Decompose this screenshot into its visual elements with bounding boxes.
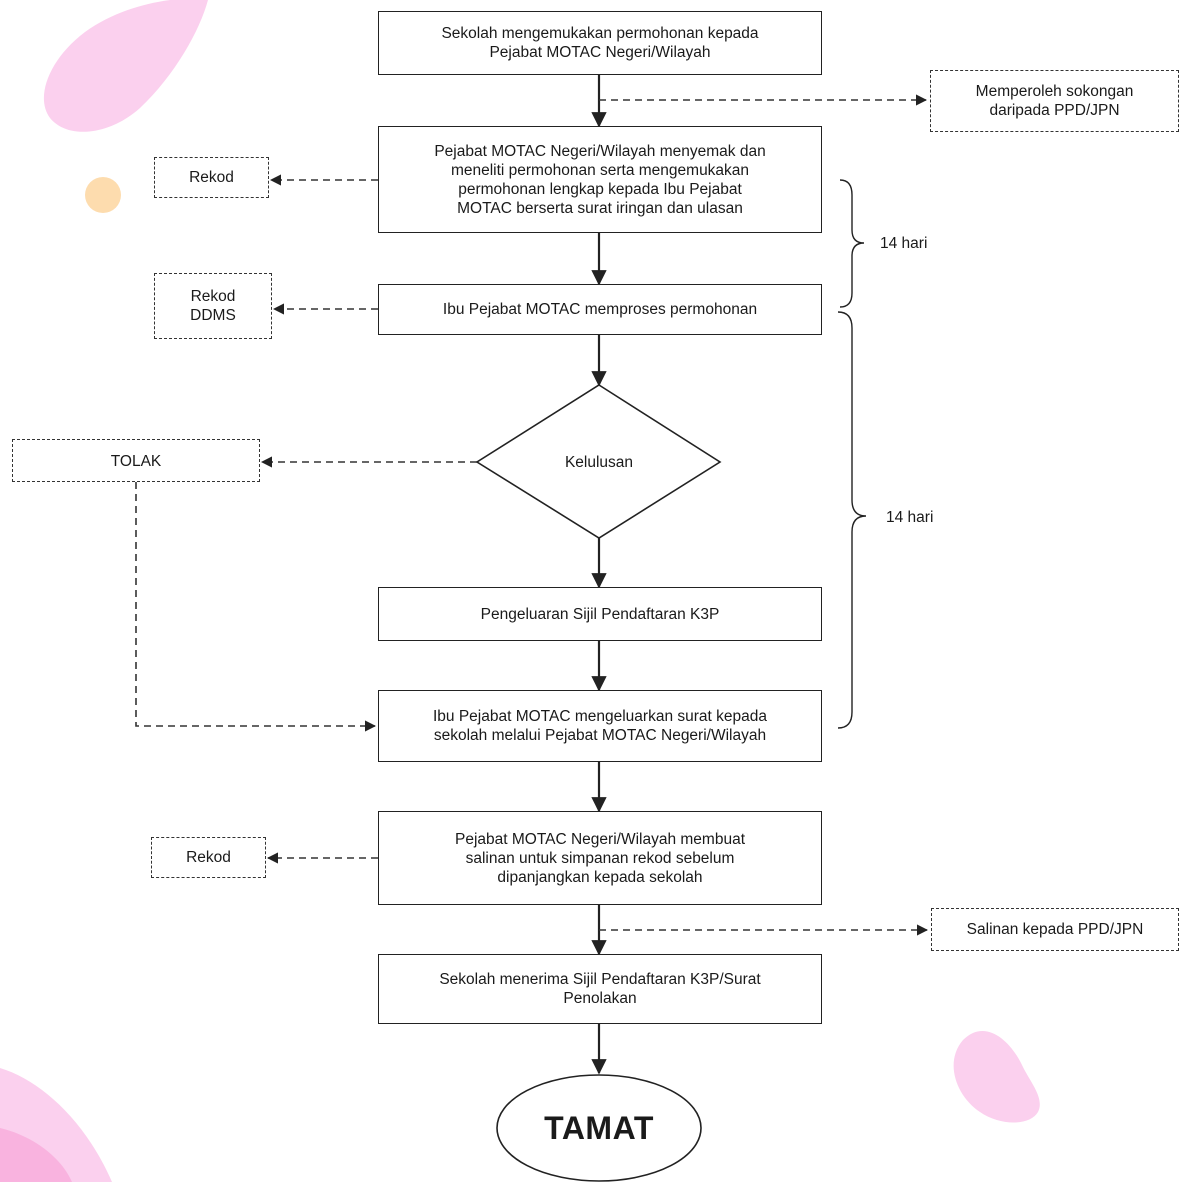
side-connectors (135, 94, 929, 936)
decor-blob-bottom-left-inner (0, 1128, 72, 1182)
duration-label-second: 14 hari (886, 508, 934, 526)
step-state-office-reviews: Pejabat MOTAC Negeri/Wilayah menyemak da… (378, 126, 822, 233)
step-school-receives: Sekolah menerima Sijil Pendaftaran K3P/S… (378, 954, 822, 1024)
decor-blob-top-left (43, 0, 209, 132)
note-rekod-ddms: Rekod DDMS (154, 273, 272, 339)
duration-braces (837, 179, 867, 729)
decor-blob-bottom-right (953, 1030, 1040, 1123)
decision-kelulusan-label: Kelulusan (564, 453, 634, 471)
duration-label-first: 14 hari (880, 234, 928, 252)
step-hq-issues-letter: Ibu Pejabat MOTAC mengeluarkan surat kep… (378, 690, 822, 762)
step-school-submits: Sekolah mengemukakan permohonan kepada P… (378, 11, 822, 75)
brace-first-14-hari (839, 179, 865, 308)
note-salinan-ppd-jpn: Salinan kepada PPD/JPN (931, 908, 1179, 951)
note-tolak: TOLAK (12, 439, 260, 482)
note-rekod-2: Rekod (151, 837, 266, 878)
brace-second-14-hari (837, 311, 867, 729)
step-issue-certificate: Pengeluaran Sijil Pendaftaran K3P (378, 587, 822, 641)
step-hq-processes: Ibu Pejabat MOTAC memproses permohonan (378, 284, 822, 335)
end-tamat-label: TAMAT (544, 1109, 654, 1146)
note-support-ppd-jpn: Memperoleh sokongan daripada PPD/JPN (930, 70, 1179, 132)
end-terminator-shape (496, 1074, 702, 1182)
step-state-office-copies: Pejabat MOTAC Negeri/Wilayah membuat sal… (378, 811, 822, 905)
decor-dot-orange (85, 177, 121, 213)
connector-tolak-to-s5 (135, 482, 377, 732)
decision-diamond-shape (475, 384, 722, 539)
note-rekod-1: Rekod (154, 157, 269, 198)
